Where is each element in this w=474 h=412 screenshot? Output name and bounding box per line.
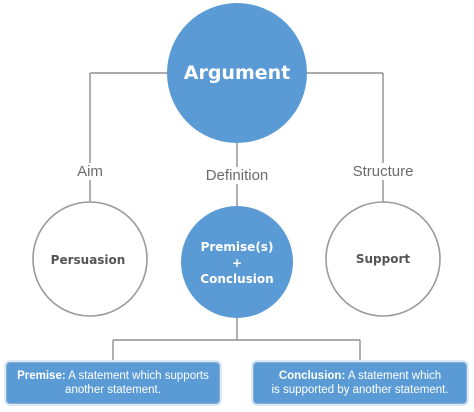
conclusion-text-line1: A statement which bbox=[347, 370, 442, 382]
premise-text-line1: A statement which supports bbox=[68, 370, 209, 382]
premise-definition-line1: Premise: A statement which supports bbox=[13, 369, 213, 383]
plus-line: + bbox=[231, 256, 243, 270]
aim-label: Aim bbox=[75, 163, 105, 180]
premise-term: Premise: bbox=[17, 370, 66, 382]
persuasion-node bbox=[32, 201, 148, 317]
conclusion-definition-line1: Conclusion: A statement which bbox=[260, 369, 460, 383]
conclusion-text-line2: is supported by another statement. bbox=[271, 384, 449, 396]
support-node bbox=[325, 201, 441, 317]
persuasion-label: Persuasion bbox=[50, 253, 126, 267]
definition-label: Definition bbox=[203, 167, 271, 184]
structure-label: Structure bbox=[350, 163, 416, 180]
premise-conclusion-node bbox=[181, 206, 293, 318]
argument-node bbox=[167, 3, 307, 143]
argument-title: Argument bbox=[183, 62, 291, 84]
conclusion-definition-box: Conclusion: A statement which is support… bbox=[253, 362, 467, 404]
conclusion-term: Conclusion: bbox=[278, 370, 346, 382]
premise-definition-box: Premise: A statement which supports anot… bbox=[6, 362, 220, 404]
premise-conclusion-label: Premise(s) + Conclusion bbox=[200, 239, 273, 287]
conclusion-line: Conclusion bbox=[200, 272, 274, 286]
premise-line: Premise(s) bbox=[200, 240, 274, 254]
support-label: Support bbox=[355, 252, 411, 266]
premise-text-line2: another statement. bbox=[65, 384, 161, 396]
